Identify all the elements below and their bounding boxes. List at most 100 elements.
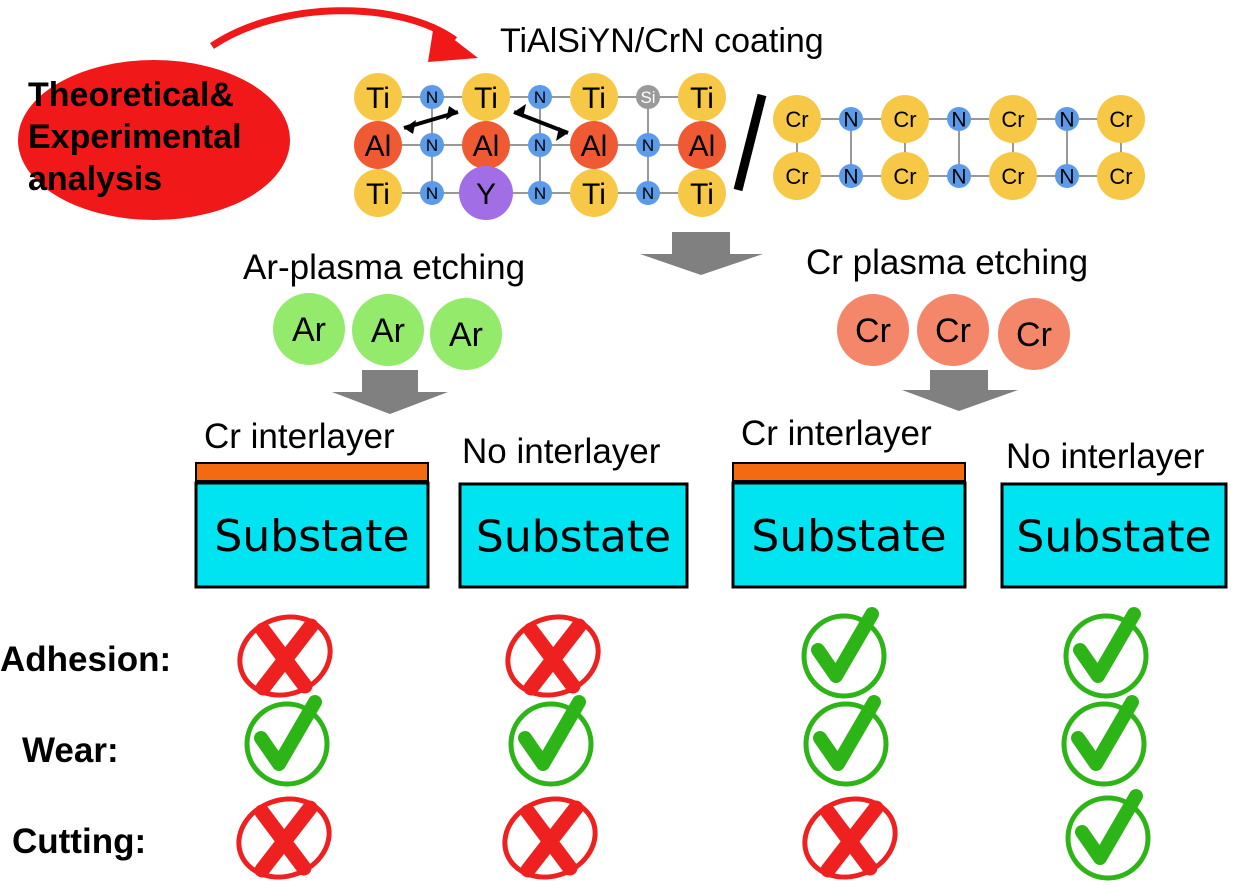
- interface-slash: [733, 93, 767, 192]
- flow-arrow-center: [640, 232, 763, 275]
- crn-atom-cr: [881, 95, 929, 143]
- analysis-to-coating-arrow: [210, 7, 458, 49]
- diffusion-arrow-head: [404, 120, 416, 134]
- tialsiyn-atom-ti: [354, 169, 402, 217]
- tialsiyn-atom-label: Ti: [474, 82, 498, 115]
- tialsiyn-atom-label: Al: [365, 130, 392, 163]
- crn-atom-n: [947, 164, 971, 188]
- tialsiyn-atom-ti: [570, 169, 618, 217]
- tialsiyn-atom-ti: [462, 73, 510, 121]
- tialsiyn-atom-label: Ti: [690, 82, 714, 115]
- tialsiyn-atom-al: [570, 121, 618, 169]
- crn-atom-n: [1055, 107, 1079, 131]
- row-label-wear: Wear:: [22, 731, 119, 770]
- tialsiyn-atom-n: [420, 181, 444, 205]
- check-icon: [1063, 607, 1149, 699]
- crn-atom-label: Cr: [893, 164, 916, 189]
- tialsiyn-atom-n: [636, 181, 660, 205]
- tialsiyn-atom-ti: [570, 73, 618, 121]
- cross-icon: [505, 614, 601, 698]
- tialsiyn-atom-label: Al: [473, 130, 500, 163]
- check-icon: [1065, 789, 1151, 881]
- tialsiyn-atom-label: Ti: [582, 178, 606, 211]
- crn-atom-label: N: [843, 108, 858, 131]
- check-icon: [803, 695, 889, 787]
- plasma-ion-ar: [352, 294, 424, 366]
- crn-atom-label: Cr: [785, 107, 808, 132]
- tialsiyn-atom-ti: [678, 73, 726, 121]
- ar-etching-title: Ar-plasma etching: [243, 248, 526, 287]
- cr-etching-title: Cr plasma etching: [806, 243, 1089, 282]
- crn-atom-label: N: [843, 165, 858, 188]
- substrate-label: Substate: [214, 511, 409, 562]
- crn-atom-cr: [989, 152, 1037, 200]
- tialsiyn-atom-label: Ti: [366, 178, 390, 211]
- flow-arrow-right: [902, 370, 1018, 411]
- tialsiyn-atom-y: [459, 166, 513, 220]
- crn-atom-label: N: [1059, 165, 1074, 188]
- tialsiyn-atom-n: [528, 181, 552, 205]
- substrate-box: [731, 481, 967, 589]
- crn-atom-n: [839, 164, 863, 188]
- crn-atom-cr: [773, 95, 821, 143]
- plasma-ion-label: Ar: [371, 312, 405, 350]
- cr-interlayer: [732, 462, 966, 482]
- plasma-ion-ar: [430, 298, 502, 370]
- crn-atom-cr: [989, 95, 1037, 143]
- crn-atom-label: Cr: [785, 164, 808, 189]
- cross-icon: [237, 614, 333, 698]
- crn-atom-label: Cr: [1109, 107, 1132, 132]
- tialsiyn-atom-label: N: [426, 136, 438, 155]
- tialsiyn-atom-n: [636, 133, 660, 157]
- tialsiyn-atom-label: N: [534, 136, 546, 155]
- crn-atom-label: Cr: [1001, 164, 1024, 189]
- tialsiyn-atom-label: N: [534, 88, 546, 107]
- tialsiyn-atom-label: Y: [476, 178, 496, 211]
- diffusion-arrow-head: [514, 104, 526, 118]
- analysis-arrow-head: [428, 24, 478, 62]
- plasma-ion-label: Ar: [449, 316, 483, 354]
- tialsiyn-atom-n: [528, 133, 552, 157]
- plasma-ion-cr: [837, 294, 909, 366]
- tialsiyn-atom-label: Ti: [366, 82, 390, 115]
- crn-atom-cr: [1097, 152, 1145, 200]
- tialsiyn-atom-label: N: [642, 136, 654, 155]
- analysis-label: Theoretical& Experimental analysis: [28, 76, 242, 198]
- diffusion-arrow-head: [446, 106, 458, 120]
- check-icon: [1061, 695, 1147, 787]
- crn-atom-n: [1055, 164, 1079, 188]
- substrate-4-title: No interlayer: [1006, 437, 1205, 476]
- tialsiyn-atom-ti: [354, 73, 402, 121]
- check-icon: [801, 607, 887, 699]
- cross-icon: [802, 796, 898, 880]
- tialsiyn-atom-label: Ti: [582, 82, 606, 115]
- plasma-ion-cr: [998, 298, 1070, 370]
- substrate-label: Substate: [476, 512, 671, 563]
- result-marks: [236, 607, 1151, 881]
- substrate-box: [458, 482, 689, 589]
- coating-title: TiAlSiYN/CrN coating: [500, 22, 824, 60]
- plasma-ion-label: Cr: [935, 312, 971, 350]
- crn-atom-label: N: [1059, 108, 1074, 131]
- tialsiyn-atom-al: [354, 121, 402, 169]
- tialsiyn-atom-label: Al: [689, 130, 716, 163]
- cross-icon: [236, 796, 332, 880]
- substrate-box: [194, 481, 430, 589]
- row-label-adhesion: Adhesion:: [0, 640, 172, 679]
- row-label-cutting: Cutting:: [12, 822, 147, 861]
- crn-atom-label: Cr: [1001, 107, 1024, 132]
- cross-icon: [502, 796, 598, 880]
- tialsiyn-atom-label: Al: [581, 130, 608, 163]
- substrate-2-title: No interlayer: [462, 432, 661, 471]
- flow-arrow-left: [332, 370, 448, 414]
- tialsiyn-atom-label: N: [426, 184, 438, 203]
- tialsiyn-atom-al: [462, 121, 510, 169]
- tialsiyn-atom-ti: [678, 169, 726, 217]
- tialsiyn-atom-n: [528, 85, 552, 109]
- crn-atom-label: N: [951, 165, 966, 188]
- cr-interlayer: [195, 462, 429, 482]
